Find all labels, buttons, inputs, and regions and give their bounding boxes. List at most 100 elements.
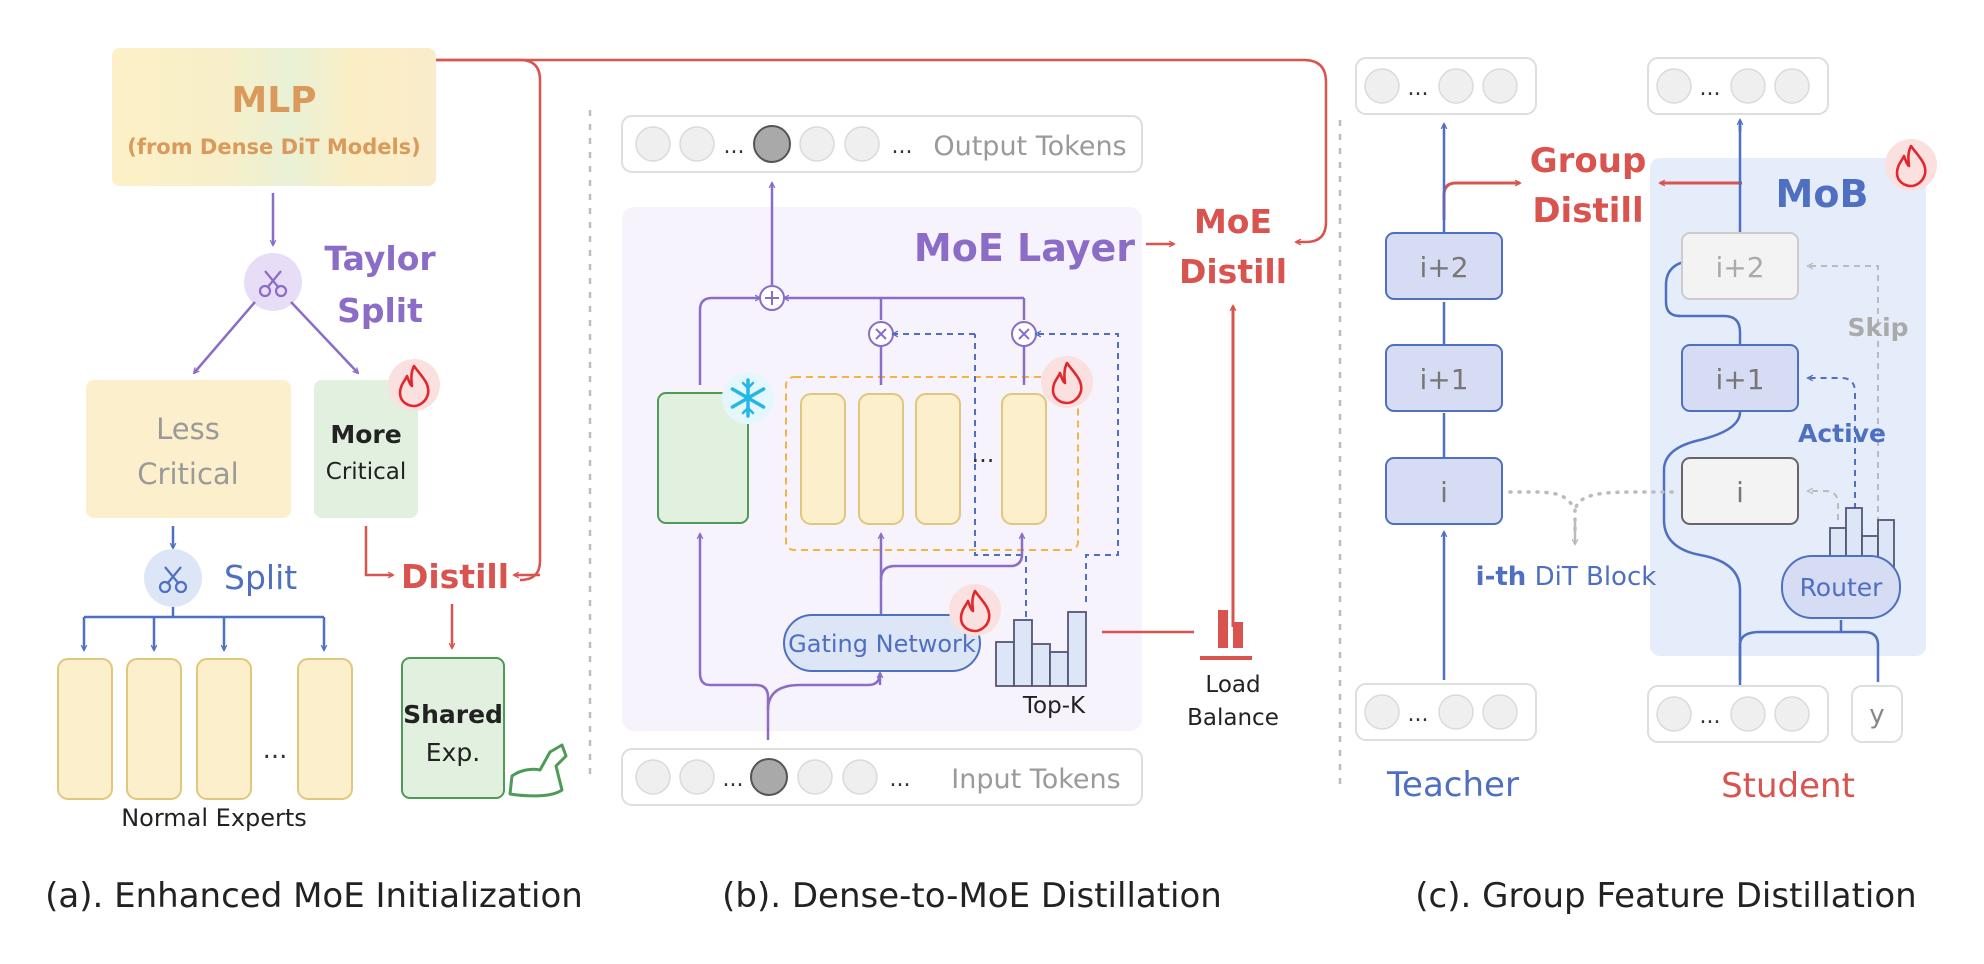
moe-layer-title: MoE Layer <box>914 226 1135 270</box>
token-circle <box>1482 68 1518 104</box>
active-label: Active <box>1798 419 1886 448</box>
panel-b: ... ... Output Tokens MoE Layer MoE Dist… <box>436 58 1328 916</box>
load-balance-icon <box>1200 610 1252 660</box>
active-token-circle <box>750 758 788 796</box>
active-token-circle <box>753 125 791 163</box>
teacher-block-label: i+2 <box>1419 251 1468 284</box>
group-distill-line2: Distill <box>1532 191 1643 231</box>
teacher-block <box>1385 344 1503 412</box>
less-critical-box <box>86 380 291 518</box>
token-circle <box>1438 68 1474 104</box>
normal-expert-box <box>196 658 252 800</box>
normal-experts-group <box>57 658 353 800</box>
ellipsis: ... <box>1700 76 1721 101</box>
trainable-flame-icon <box>1883 137 1939 193</box>
token-circle <box>1482 694 1518 730</box>
panel-a: MLP (from Dense DiT Models) Taylor Split… <box>45 48 583 916</box>
shared-expert-frozen-box <box>657 392 749 524</box>
gating-network-box[interactable] <box>783 614 981 672</box>
token-circle <box>1774 696 1810 732</box>
token-circle <box>1774 68 1810 104</box>
panel-c: ... ... MoB Group Distill i+2 i+1 i i+2 <box>1355 57 1939 916</box>
split-label: Split <box>224 558 297 597</box>
input-tokens-bar <box>621 748 1143 806</box>
taylor-split-label-line2: Split <box>337 291 423 330</box>
load-balance-line1: Load <box>1205 672 1260 698</box>
token-circle <box>1730 68 1766 104</box>
ellipsis: ... <box>890 767 911 792</box>
less-critical-line1: Less <box>156 412 220 446</box>
student-block-skipped <box>1681 232 1799 300</box>
ellipsis: ... <box>1408 76 1429 101</box>
student-block-label: i+1 <box>1715 363 1764 396</box>
ellipsis: ... <box>724 134 745 159</box>
token-circle <box>635 126 671 162</box>
output-tokens-label: Output Tokens <box>933 131 1126 162</box>
router-box[interactable] <box>1781 555 1901 619</box>
caption-c: (c). Group Feature Distillation <box>1415 876 1916 916</box>
token-circle <box>1364 694 1400 730</box>
ellipsis: ... <box>263 735 288 765</box>
teacher-block-label: i <box>1440 476 1448 509</box>
ellipsis: ... <box>1408 702 1429 727</box>
mob-title: MoB <box>1776 172 1869 216</box>
token-circle <box>799 126 835 162</box>
routed-expert-box <box>915 393 961 525</box>
token-circle <box>679 759 715 795</box>
strong-arm-icon <box>508 743 568 798</box>
shared-expert-box <box>401 657 505 799</box>
trainable-flame-icon <box>386 357 442 413</box>
token-circle <box>1656 68 1692 104</box>
selected-experts-dashed-frame <box>785 376 1079 551</box>
router-label: Router <box>1800 573 1884 602</box>
routed-expert-box <box>858 393 904 525</box>
token-circle <box>679 126 715 162</box>
token-circle <box>635 759 671 795</box>
more-critical-box <box>314 380 418 518</box>
token-circle <box>1730 696 1766 732</box>
teacher-block-label: i+1 <box>1419 363 1468 396</box>
group-distill-line1: Group <box>1530 141 1647 181</box>
label-y: y <box>1869 700 1884 730</box>
token-circle <box>844 126 880 162</box>
student-block-label: i+2 <box>1715 251 1764 284</box>
less-critical-line2: Critical <box>137 457 238 491</box>
normal-expert-box <box>297 658 353 800</box>
trainable-flame-icon <box>1039 354 1095 410</box>
token-circle <box>1656 696 1692 732</box>
ith-block-label: i-th DiT Block <box>1476 562 1657 592</box>
mlp-box <box>112 48 436 186</box>
teacher-label: Teacher <box>1386 765 1519 805</box>
teacher-block <box>1385 457 1503 525</box>
moe-distill-line1: MoE <box>1194 202 1272 241</box>
mlp-subtitle: (from Dense DiT Models) <box>127 135 421 159</box>
student-label: Student <box>1721 766 1855 806</box>
token-circle <box>842 759 878 795</box>
moe-distill-line2: Distill <box>1179 252 1287 291</box>
token-circle <box>797 759 833 795</box>
normal-experts-label: Normal Experts <box>121 804 307 832</box>
load-balance-line2: Balance <box>1187 705 1279 731</box>
teacher-block <box>1385 232 1503 300</box>
student-block-active <box>1681 344 1799 412</box>
token-circle <box>1364 68 1400 104</box>
output-tokens-bar <box>621 115 1143 173</box>
more-critical-line2: Critical <box>326 459 406 485</box>
ith-bold-text: i-th <box>1476 562 1527 592</box>
top-k-histogram-icon <box>995 611 1087 687</box>
normal-expert-box <box>126 658 182 800</box>
shared-expert-line2: Exp. <box>426 738 480 767</box>
router-histogram-icon <box>1829 507 1895 569</box>
mlp-title: MLP <box>231 80 316 121</box>
normal-expert-box <box>57 658 113 800</box>
ellipsis: ... <box>723 767 744 792</box>
student-block-label: i <box>1736 476 1744 509</box>
more-critical-line1: More <box>330 420 401 449</box>
label-y-box <box>1851 685 1903 743</box>
top-k-label: Top-K <box>1022 693 1086 719</box>
student-block-i <box>1681 457 1799 525</box>
snowflake-icon <box>730 378 766 418</box>
distill-label: Distill <box>401 557 509 596</box>
token-circle <box>1438 694 1474 730</box>
